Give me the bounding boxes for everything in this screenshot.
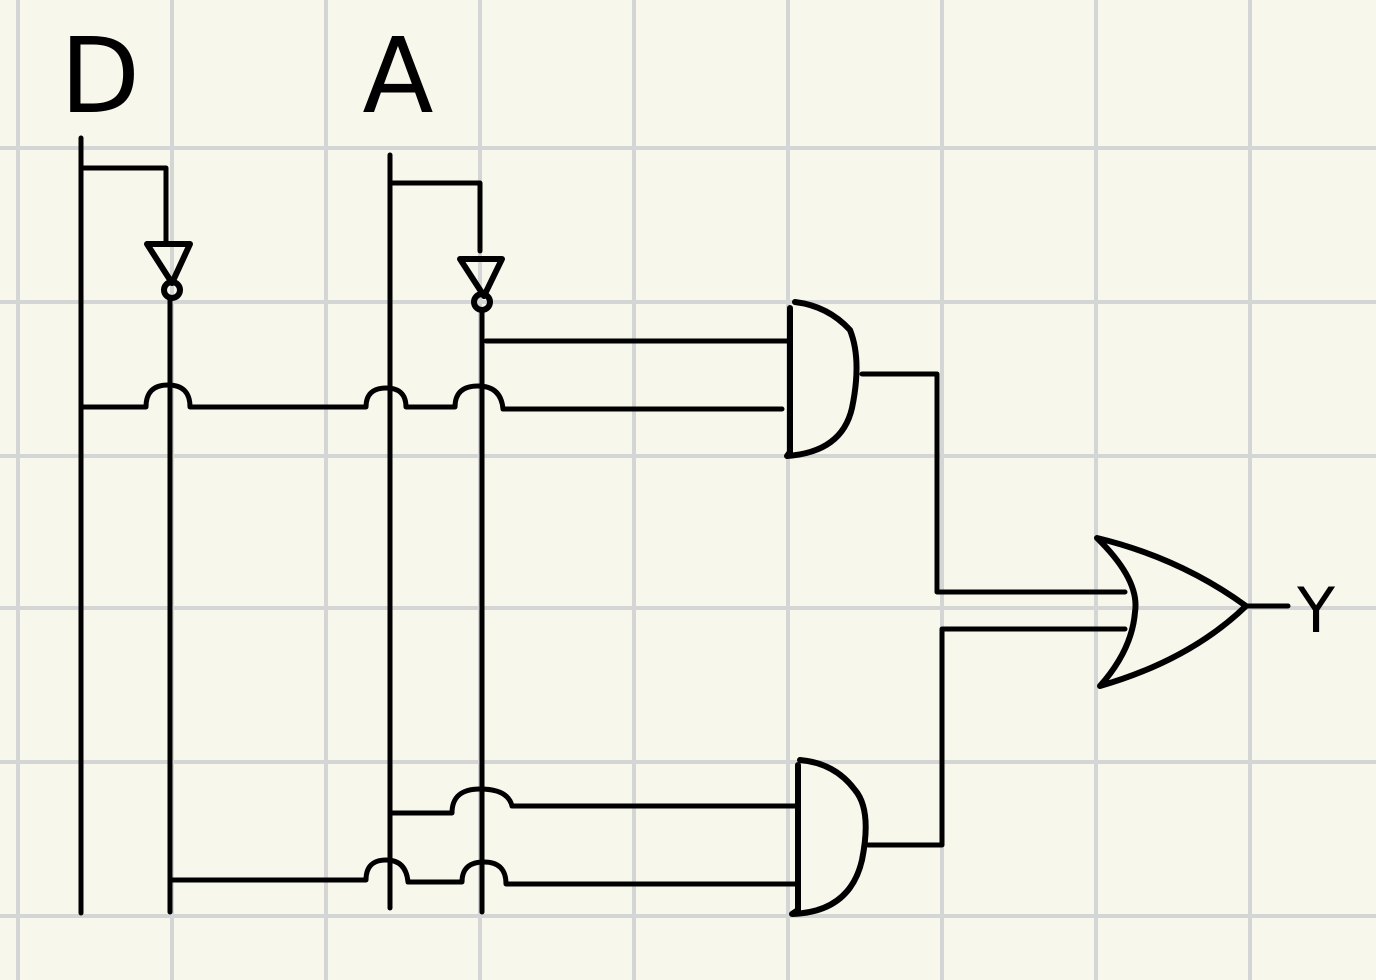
wire-not-d-to-and-bottom <box>169 857 798 887</box>
input-label-d: D <box>60 15 140 137</box>
wire-and-top-to-or <box>859 371 1128 595</box>
and-gate-top <box>784 299 860 459</box>
input-line-a <box>387 152 483 911</box>
wire-d-to-and-top <box>78 382 785 412</box>
output-label-y: Y <box>1296 574 1335 647</box>
wire-and-bottom-to-or <box>865 626 1128 848</box>
input-label-a: A <box>362 15 433 137</box>
or-gate <box>1094 535 1249 689</box>
input-line-d <box>78 135 169 916</box>
inverter-d <box>144 241 193 301</box>
and-gate-bottom <box>789 757 869 917</box>
wire-a-to-and-bottom <box>389 786 798 816</box>
